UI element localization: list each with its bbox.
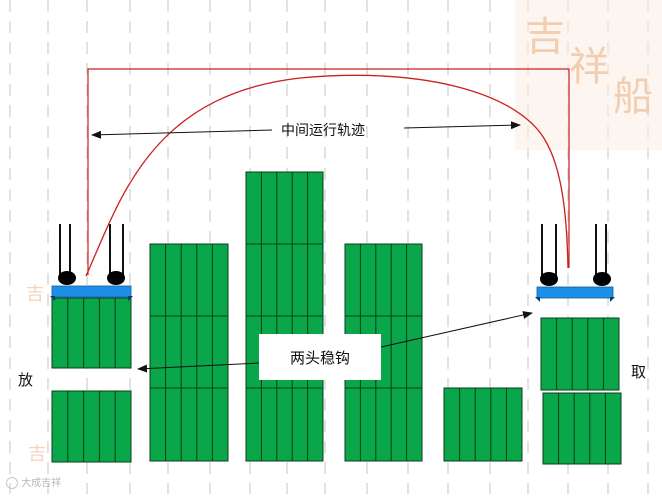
- container-block: [149, 387, 229, 462]
- take-label: 取: [631, 363, 647, 381]
- stable-hooks-label-box: 两头稳钩: [259, 334, 381, 380]
- container-stacks: [51, 171, 622, 465]
- trajectory-label: 中间运行轨迹: [281, 123, 365, 139]
- trajectory-frame: [87, 68, 570, 275]
- container-block: [51, 390, 132, 463]
- sheave-block: [593, 272, 611, 286]
- twistlock: [535, 297, 540, 302]
- trajectory-paths: [85, 68, 570, 373]
- container-block: [51, 297, 132, 369]
- cranes: [50, 224, 615, 302]
- container-block: [542, 392, 622, 465]
- hooks-arrow-right: [380, 311, 533, 348]
- sheave-block: [540, 272, 558, 286]
- trajectory-arrow-left: [91, 129, 273, 139]
- twistlock: [128, 296, 133, 301]
- container-block: [245, 171, 324, 245]
- watermark-circle-icon: [6, 477, 18, 489]
- watermark-small-glyph: 吉: [26, 284, 44, 305]
- watermark-bottom-text: 大成吉祥: [6, 474, 61, 489]
- spreader-bar: [536, 286, 614, 299]
- twistlock: [610, 297, 615, 302]
- container-block: [245, 387, 324, 462]
- twistlock: [50, 296, 55, 301]
- sheave-block: [58, 271, 76, 285]
- place-label: 放: [18, 371, 34, 389]
- container-block: [344, 387, 423, 462]
- container-block: [245, 243, 324, 317]
- watermark-bottom-label: 大成吉祥: [21, 478, 62, 489]
- hooks-arrow-left: [137, 362, 260, 373]
- container-block: [149, 243, 229, 317]
- stable-hooks-label: 两头稳钩: [289, 348, 350, 367]
- container-block: [344, 243, 423, 317]
- container-block: [149, 315, 229, 389]
- container-block: [443, 387, 523, 462]
- watermark-small-glyph: 吉: [28, 444, 46, 465]
- watermark-logo-bg: [515, 0, 662, 150]
- spreader-bar: [51, 285, 132, 298]
- watermark-logo-glyph: 船: [613, 74, 653, 120]
- trajectory-curve: [85, 74, 569, 277]
- container-block: [540, 317, 620, 391]
- watermark-logo-glyph: 吉: [525, 14, 565, 60]
- trajectory-arrow-right: [403, 121, 521, 130]
- sheave-block: [107, 271, 125, 285]
- watermark-logo-glyph: 祥: [569, 44, 609, 90]
